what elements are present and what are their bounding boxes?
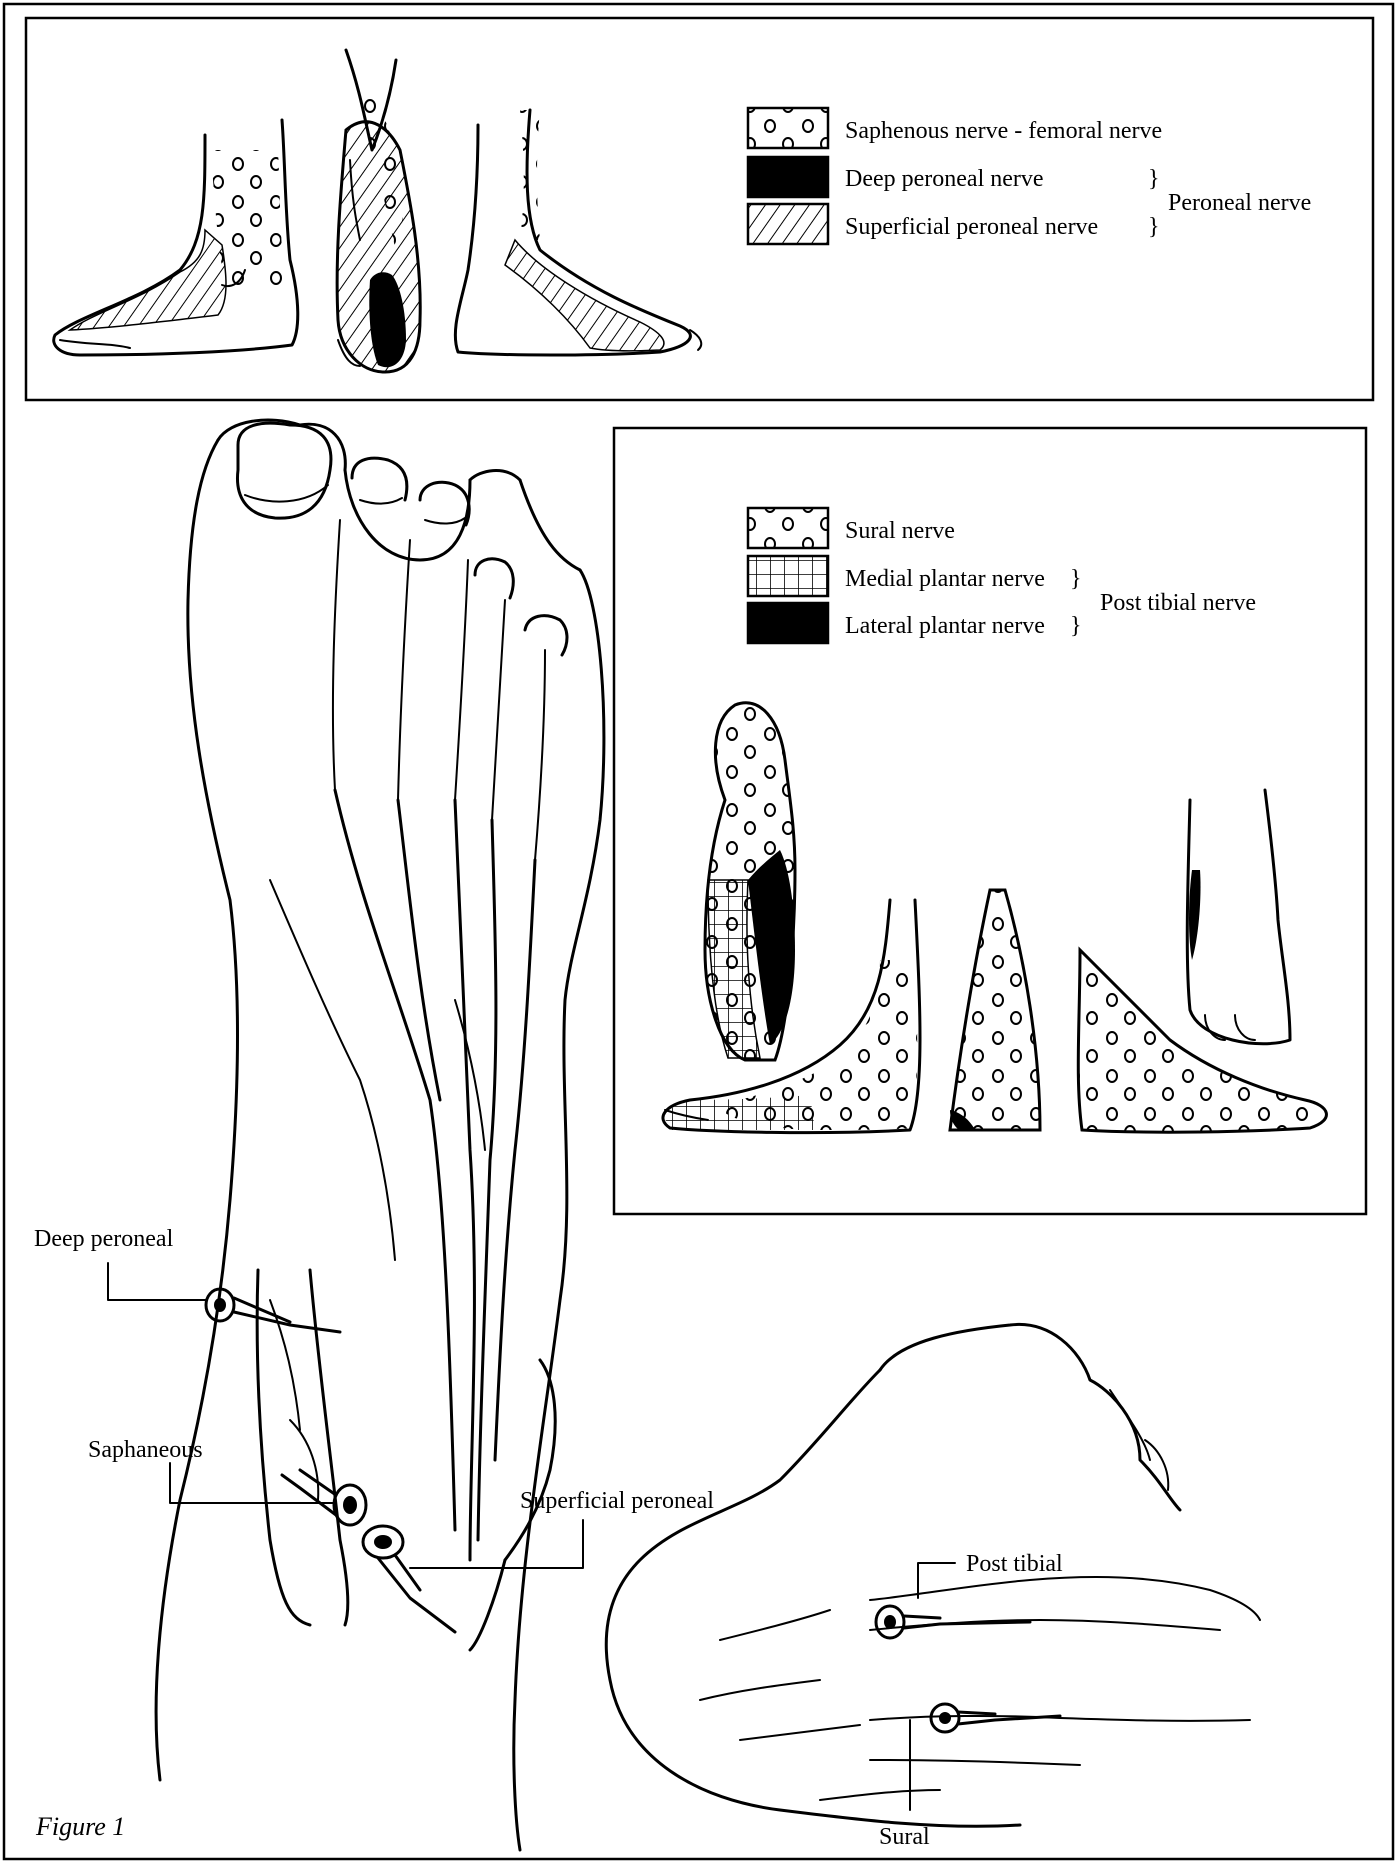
top-foot-medial <box>54 120 298 355</box>
inset-foot-sole <box>705 703 795 1060</box>
inset-foot-back <box>950 890 1040 1130</box>
needle-saphaneous <box>282 1470 366 1525</box>
brace-icon: } <box>1070 566 1082 592</box>
brace-icon: } <box>1148 166 1160 192</box>
inset-foot-top <box>1187 790 1290 1044</box>
legend-post-tibial-group-label: Post tibial nerve <box>1100 590 1256 616</box>
swatch-lateral-plantar <box>748 603 828 643</box>
top-panel: Saphenous nerve - femoral nerve Deep per… <box>26 18 1373 400</box>
callout-deep-peroneal: Deep peroneal <box>34 1226 174 1252</box>
brace-icon: } <box>1070 613 1082 639</box>
legend-lateral-plantar-label: Lateral plantar nerve <box>845 613 1045 639</box>
swatch-saphenous <box>748 108 828 148</box>
swatch-superficial-peroneal <box>748 204 828 244</box>
needle-sural <box>931 1704 1060 1732</box>
top-legend: Saphenous nerve - femoral nerve Deep per… <box>748 108 1311 244</box>
callout-sural: Sural <box>879 1824 930 1850</box>
ankle-posterior-drawing <box>606 1324 1260 1826</box>
swatch-medial-plantar <box>748 556 828 596</box>
needle-superficial-peroneal <box>363 1526 455 1632</box>
legend-superficial-peroneal-label: Superficial peroneal nerve <box>845 214 1098 240</box>
leader-deep-peroneal <box>108 1263 206 1300</box>
legend-peroneal-group-label: Peroneal nerve <box>1168 190 1311 216</box>
figure-caption: Figure 1 <box>35 1812 125 1841</box>
leader-superficial-peroneal <box>410 1520 583 1568</box>
needle-post-tibial <box>876 1606 1030 1638</box>
swatch-sural <box>748 508 828 548</box>
legend-saphenous-label: Saphenous nerve - femoral nerve <box>845 118 1162 144</box>
legend-deep-peroneal-label: Deep peroneal nerve <box>845 166 1044 192</box>
callout-post-tibial: Post tibial <box>966 1551 1063 1577</box>
callout-saphaneous: Saphaneous <box>88 1437 203 1463</box>
top-foot-front <box>337 50 420 372</box>
legend-medial-plantar-label: Medial plantar nerve <box>845 566 1045 592</box>
brace-icon: } <box>1148 214 1160 240</box>
legend-sural-label: Sural nerve <box>845 518 955 544</box>
top-foot-lateral <box>455 110 701 355</box>
main-foot-drawing <box>156 420 604 1850</box>
callout-superficial-peroneal: Superficial peroneal <box>520 1488 714 1514</box>
leader-saphaneous <box>170 1463 334 1503</box>
swatch-deep-peroneal <box>748 157 828 197</box>
inset-panel: Sural nerve Medial plantar nerve Lateral… <box>614 428 1366 1214</box>
